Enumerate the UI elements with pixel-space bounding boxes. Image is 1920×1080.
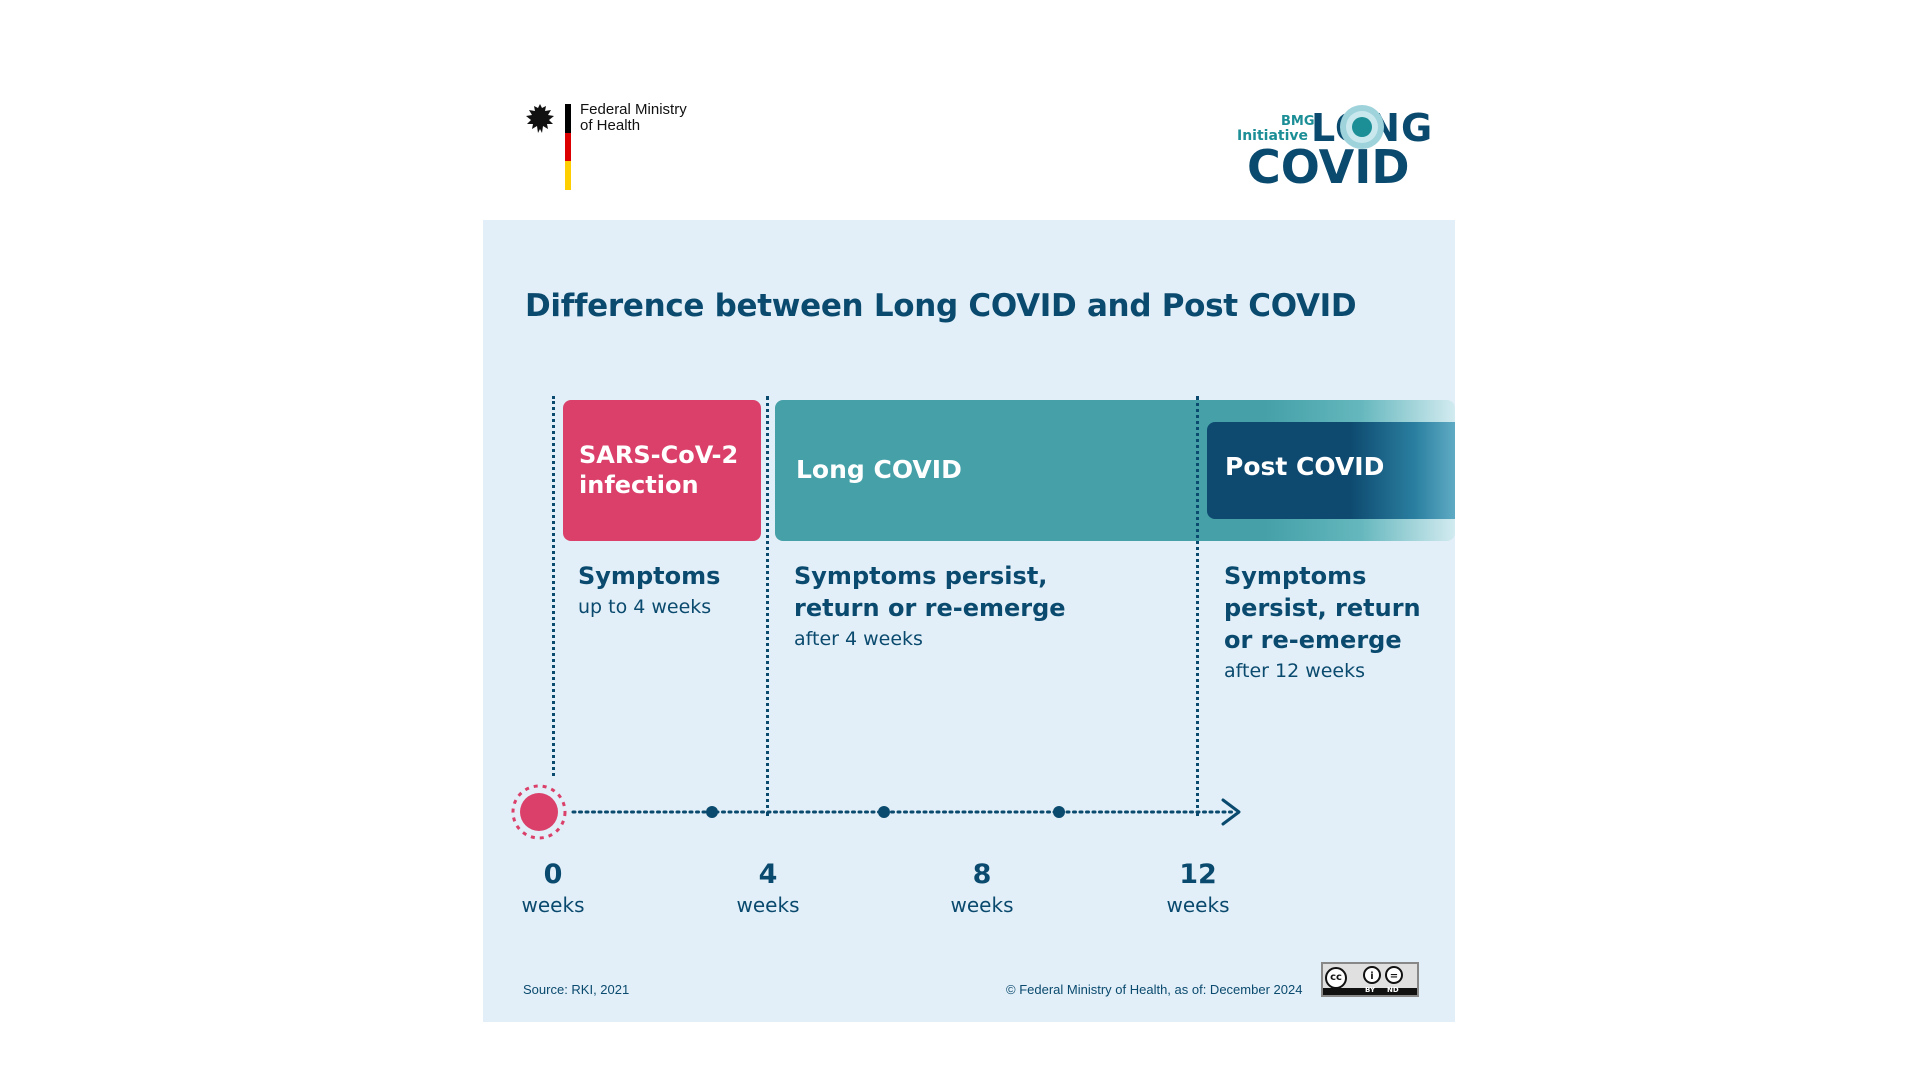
description-headline-line1: Symptoms [1224,562,1367,590]
phase-description-infection: Symptoms up to 4 weeks [578,560,778,622]
german-flag-bar [565,104,571,190]
tick-label-week-12: 12 weeks [1158,858,1238,918]
timeline-dot-week-8 [878,806,890,818]
tick-unit: weeks [950,893,1014,917]
tick-value: 4 [758,859,778,890]
logo-covid-text: COVID [1247,140,1410,194]
guide-line-week-0 [552,396,555,776]
description-detail: after 4 weeks [794,628,923,650]
logo-target-icon [1340,105,1384,149]
federal-eagle-icon [526,104,554,133]
tick-label-week-4: 4 weeks [728,858,808,918]
timeline-axis [511,784,1241,840]
creative-commons-license-badge: cc i = BY ND [1321,962,1419,997]
ministry-logo: Federal Ministry of Health [523,100,783,195]
copyright-note: © Federal Ministry of Health, as of: Dec… [1006,982,1303,997]
tick-value: 0 [543,859,563,890]
description-headline-line3: or re-emerge [1224,626,1402,654]
description-headline: Symptoms [578,562,721,590]
description-detail: after 12 weeks [1224,660,1366,682]
virus-icon [511,784,567,840]
license-nd-label: ND [1387,986,1399,994]
phase-label-infection: SARS-CoV-2 infection [579,440,738,500]
description-headline-line2: persist, return [1224,594,1421,622]
guide-line-week-4 [766,396,769,816]
description-headline-line2: return or re-emerge [794,594,1066,622]
ministry-name-line1: Federal Ministry [580,101,687,118]
ministry-name: Federal Ministry of Health [580,102,780,134]
tick-label-week-8: 8 weeks [942,858,1022,918]
phase-label-long-covid: Long COVID [796,455,962,484]
timeline-dot-week-4 [706,806,718,818]
tick-unit: weeks [1166,893,1230,917]
timeline-dot-week-12 [1053,806,1065,818]
phase-description-post-covid: Symptoms persist, return or re-emerge af… [1224,560,1444,686]
attribution-icon: i [1363,966,1381,984]
phase-box-post-covid: Post COVID [1207,422,1455,519]
description-headline-line1: Symptoms persist, [794,562,1048,590]
phase-label-infection-line1: SARS-CoV-2 [579,441,739,469]
phase-label-infection-line2: infection [579,471,699,499]
long-covid-initiative-logo: BMG Initiative LONG COVID [1235,100,1432,194]
cc-icon: cc [1325,967,1347,989]
infographic-panel: Difference between Long COVID and Post C… [483,220,1455,1022]
tick-unit: weeks [736,893,800,917]
diagram-title: Difference between Long COVID and Post C… [525,288,1357,324]
description-detail: up to 4 weeks [578,596,712,618]
phase-box-infection: SARS-CoV-2 infection [563,400,761,541]
tick-value: 12 [1179,859,1217,890]
tick-label-week-0: 0 weeks [513,858,593,918]
phase-label-post-covid: Post COVID [1225,452,1385,481]
tick-value: 8 [972,859,992,890]
source-note: Source: RKI, 2021 [523,982,630,997]
logo-initiative-text: Initiative [1237,128,1309,144]
no-derivatives-icon: = [1385,966,1403,984]
license-by-label: BY [1365,986,1376,994]
tick-unit: weeks [521,893,585,917]
phase-description-long-covid: Symptoms persist, return or re-emerge af… [794,560,1094,654]
guide-line-week-12 [1196,396,1199,816]
ministry-name-line2: of Health [580,117,641,134]
logo-bmg-text: BMG [1281,114,1315,129]
timeline-arrow-icon [1221,798,1241,826]
